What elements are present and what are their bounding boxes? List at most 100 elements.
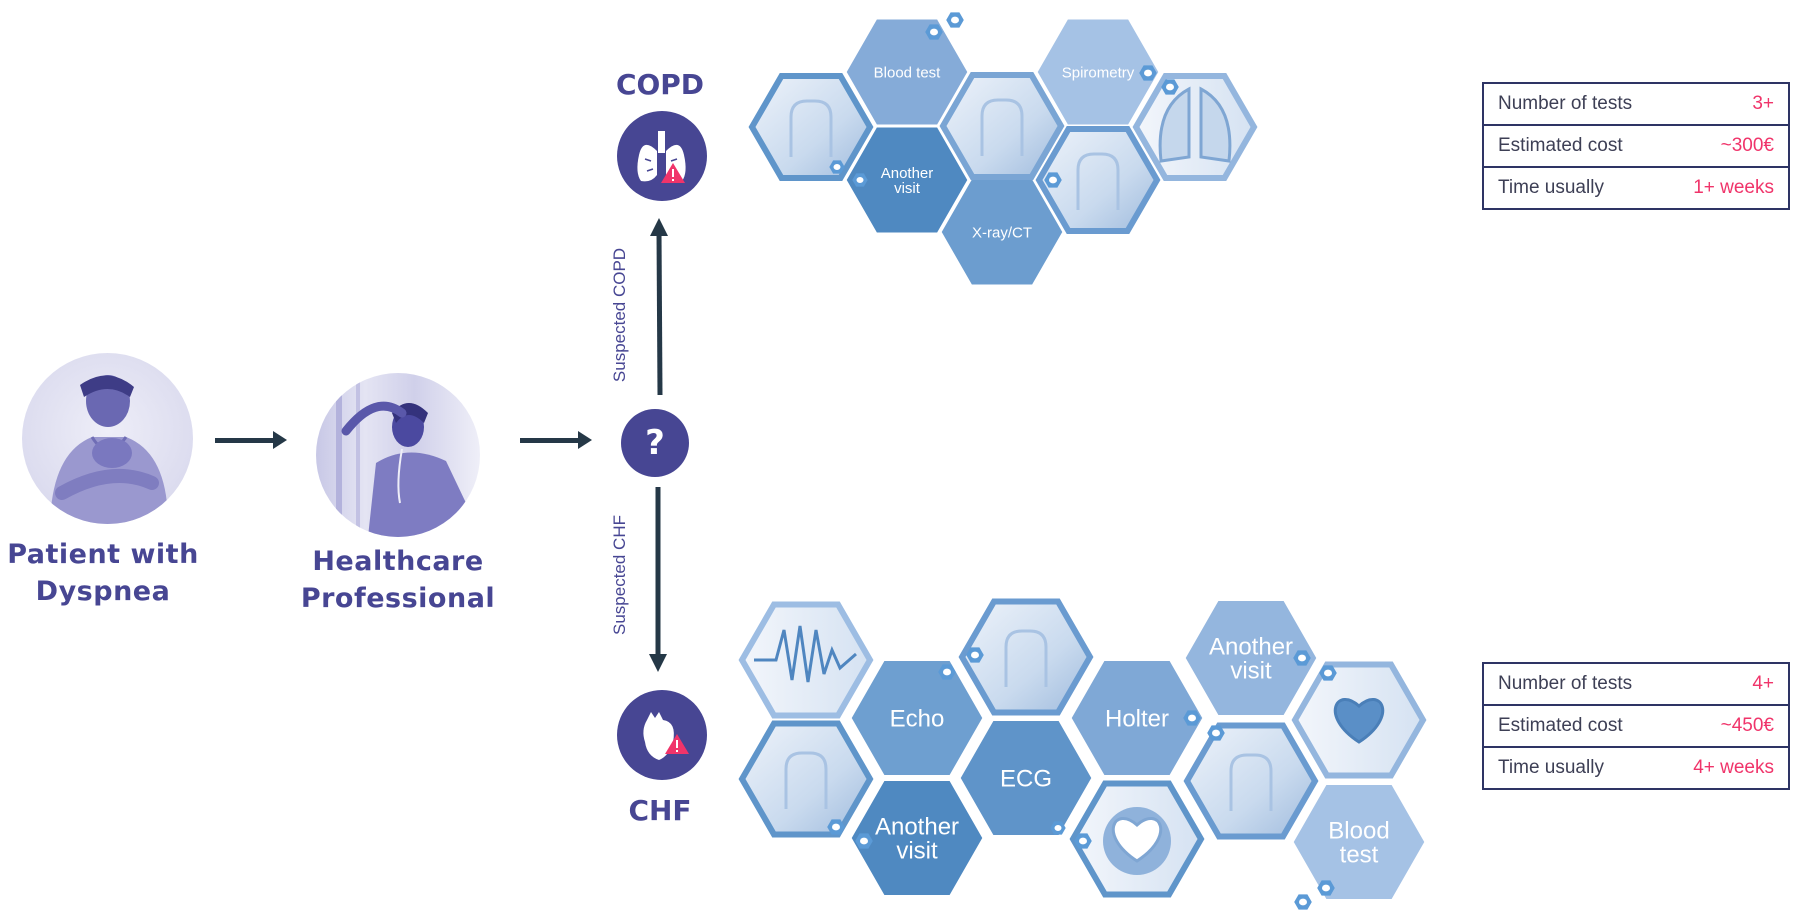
arrow-up-copd bbox=[656, 231, 663, 396]
professional-label: Healthcare Professional bbox=[290, 543, 506, 617]
chest-xray-glyph bbox=[1158, 86, 1232, 163]
patient-label: Patient with Dyspnea bbox=[0, 536, 206, 610]
coughing-man-illustration bbox=[50, 375, 168, 524]
chest-xray-photo bbox=[1132, 73, 1258, 181]
branch-arrows bbox=[649, 218, 668, 672]
chf-node bbox=[617, 690, 707, 780]
summary-label: Time usually bbox=[1482, 166, 1666, 210]
lab-vials-glyph bbox=[980, 98, 1024, 156]
hex-bolt-hole bbox=[832, 823, 840, 831]
summary-label: Number of tests bbox=[1482, 662, 1666, 706]
summary-value: ~300€ bbox=[1665, 124, 1791, 168]
summary-label: Estimated cost bbox=[1482, 124, 1666, 168]
lab-blur-photo bbox=[1183, 722, 1319, 840]
test-label: Echo bbox=[890, 705, 945, 732]
test-hex-copd: X-ray/CT bbox=[938, 176, 1066, 288]
ct-scanner-photo bbox=[1035, 126, 1161, 234]
chf-title: CHF bbox=[628, 794, 692, 827]
summary-value: 4+ weeks bbox=[1665, 746, 1791, 790]
professional-photo bbox=[316, 373, 480, 537]
lungs-warning-icon bbox=[637, 131, 686, 183]
summary-label: Number of tests bbox=[1482, 82, 1666, 126]
flow-arrow-1 bbox=[215, 431, 287, 449]
hex-bolt-hole bbox=[1166, 83, 1174, 91]
copd-summary-row: Estimated cost~300€ bbox=[1482, 124, 1791, 168]
summary-value: 4+ bbox=[1665, 662, 1791, 706]
hex-bolt-hole bbox=[1079, 837, 1087, 845]
heart-warning-icon bbox=[643, 712, 689, 760]
summary-value: 3+ bbox=[1665, 82, 1791, 126]
hex-bolt-hole bbox=[1322, 884, 1330, 892]
heart-bubble-photo bbox=[1069, 780, 1205, 898]
ct-scanner-glyph bbox=[1076, 152, 1120, 210]
flow-arrow-2 bbox=[520, 431, 592, 449]
test-label: Spirometry bbox=[1062, 64, 1135, 81]
test-hex-chf: Holter bbox=[1068, 658, 1206, 778]
test-hex-copd: Blood test bbox=[843, 16, 971, 128]
lab-blur-glyph bbox=[1229, 753, 1273, 811]
doctor-desk-glyph bbox=[784, 751, 828, 809]
test-hex-chf: Echo bbox=[848, 658, 986, 778]
test-tube-photo bbox=[958, 598, 1094, 716]
hex-bolt-hole bbox=[930, 28, 938, 36]
arrow-up-head bbox=[650, 218, 668, 236]
hex-bolt-hole bbox=[856, 177, 864, 183]
heart-bubble-glyph bbox=[1111, 817, 1163, 863]
hex-bolt-hole bbox=[951, 16, 959, 24]
test-label: Blood test bbox=[874, 64, 942, 81]
doctor-tablet-photo bbox=[748, 73, 874, 181]
copd-node bbox=[617, 111, 707, 201]
copd-title: COPD bbox=[615, 68, 705, 101]
hex-bolt-hole bbox=[1144, 69, 1152, 77]
hex-bolt-hole bbox=[1212, 729, 1220, 737]
hex-bolt-hole bbox=[971, 651, 979, 659]
professional-label-line1: Healthcare bbox=[312, 546, 484, 577]
ecg-wave-glyph bbox=[754, 625, 857, 683]
hex-bolt-hole bbox=[1054, 825, 1062, 831]
test-hex-chf: ECG bbox=[957, 718, 1095, 838]
lab-vials-photo bbox=[939, 72, 1065, 180]
doctor-tablet-glyph bbox=[789, 99, 833, 157]
hex-bolt-hole bbox=[1298, 654, 1306, 662]
doctor-desk-photo bbox=[738, 720, 874, 838]
patient-photo bbox=[22, 353, 193, 524]
hex-bolt-hole bbox=[860, 837, 868, 845]
hex-bolt-hole bbox=[943, 668, 951, 676]
hex-bolt-hole bbox=[1188, 714, 1196, 722]
nurse-illustration bbox=[336, 373, 466, 537]
summary-label: Time usually bbox=[1482, 746, 1666, 790]
bandaged-heart-glyph bbox=[1333, 698, 1385, 744]
test-label: ECG bbox=[1000, 765, 1052, 792]
test-tube-glyph bbox=[1004, 629, 1048, 687]
summary-value: 1+ weeks bbox=[1665, 166, 1791, 210]
hex-bolt-hole bbox=[1299, 898, 1307, 906]
summary-label: Estimated cost bbox=[1482, 704, 1666, 748]
patient-label-line1: Patient with bbox=[7, 539, 199, 570]
decision-node: ? bbox=[621, 409, 689, 477]
professional-label-line2: Professional bbox=[300, 583, 496, 614]
hex-bolt-hole bbox=[1049, 176, 1057, 184]
chf-summary-row: Estimated cost~450€ bbox=[1482, 704, 1791, 748]
hex-bolt-hole bbox=[1324, 669, 1332, 677]
ecg-wave-photo bbox=[738, 601, 874, 719]
arrow-down-head bbox=[649, 654, 667, 672]
test-label: X-ray/CT bbox=[972, 224, 1032, 241]
test-label: Holter bbox=[1105, 705, 1169, 732]
summary-value: ~450€ bbox=[1665, 704, 1791, 748]
